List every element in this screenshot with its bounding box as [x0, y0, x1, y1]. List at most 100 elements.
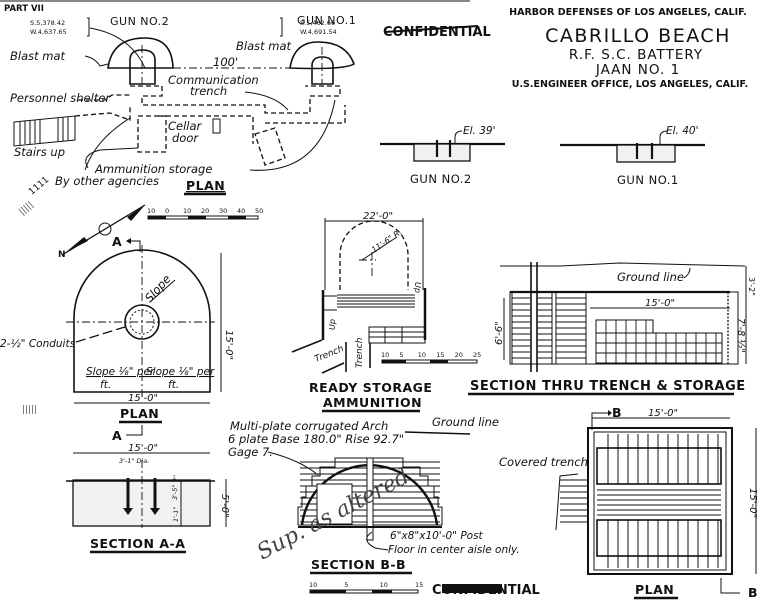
ground-line — [500, 262, 746, 267]
bb-ground-line-label: Ground line — [432, 415, 499, 429]
section-bb-title: SECTION B-B — [311, 557, 406, 572]
comm-trench-label-2: trench — [190, 84, 227, 98]
section-aa-depth: 5'-0" — [219, 494, 230, 518]
slope-label: Slope — [142, 272, 174, 305]
blast-mat-label-2: Blast mat — [10, 49, 66, 63]
site-plan-scale-tick-label: 10 — [183, 207, 191, 215]
north-label: N — [58, 250, 66, 260]
section-aa-dim-top: 7" — [172, 475, 180, 482]
part-label: PART VII — [4, 4, 44, 14]
confidential-stamp-top: CONFIDENTIAL — [383, 25, 491, 40]
site-plan-scale-tick-label: 20 — [201, 207, 209, 215]
gun2-coord-w: W.4,637.65 — [30, 28, 67, 36]
title-line-1: HARBOR DEFENSES OF LOS ANGELES, CALIF. — [509, 7, 747, 18]
section-bb-scale-tick-label: 10 — [380, 581, 388, 589]
section-bb-scale-tick-label: 10 — [309, 581, 317, 589]
gun2-elevation: El. 39' GUN NO.2 — [380, 125, 505, 186]
ready-storage-scale-tick-label: 10 — [418, 351, 426, 359]
gun2-blast-mat — [107, 37, 174, 69]
gun1-coord-w: W.4,691.54 — [300, 28, 337, 36]
section-marker-arrow — [126, 425, 143, 436]
ammo-rack-top — [596, 447, 722, 485]
trench-planking — [511, 292, 587, 364]
ready-storage-radius: 11'-6" R. — [370, 227, 404, 254]
storage-plan-depth: 15'-0" — [747, 488, 758, 518]
leader — [85, 147, 139, 169]
section-aa: 15'-0" 3'-1" Dia. 7" 3'-5" 1'-1" 5'-0" S… — [66, 443, 230, 554]
leader — [249, 99, 336, 171]
svg-text:|||||: ||||| — [22, 405, 37, 415]
anchor-bolt-end — [150, 508, 160, 515]
slope-left-label-1: Slope ⅛" per — [86, 366, 155, 378]
gun1-elevation-value: El. 40' — [666, 125, 698, 137]
section-aa-dim-mid: 3'-5" — [171, 485, 179, 500]
section-a-marker-bottom: A — [112, 428, 122, 443]
north-arrow-circle — [98, 222, 112, 236]
trench-section-width: 15'-0" — [645, 298, 675, 309]
section-trench-storage: Ground line 15'-0" 3'-2" 7'-8 ½" 6'-6" S… — [468, 262, 756, 396]
gun-block-outline — [73, 249, 211, 393]
site-plan-title: PLAN — [186, 178, 225, 193]
site-plan-scale-tick-label: 40 — [237, 207, 245, 215]
comm-trench-leader — [244, 91, 289, 111]
title-line-5: U.S.ENGINEER OFFICE, LOS ANGELES, CALIF. — [512, 79, 749, 90]
slope-left-label-2: ft. — [100, 379, 111, 391]
ammo-stack — [316, 483, 353, 525]
ammunition-storage-label: Ammunition storage — [94, 162, 212, 176]
gun1-elevation-label: GUN NO.1 — [617, 173, 679, 187]
trench-steps — [368, 326, 426, 344]
cellar-door-label-1: Cellar — [168, 119, 203, 133]
trench-label-2: Trench — [355, 337, 365, 368]
slope-line — [149, 279, 176, 303]
storage-inner-outline — [593, 431, 727, 571]
ready-storage-scale-tick-label: 5 — [399, 351, 403, 359]
ready-storage-scale-tick-label: 15 — [436, 351, 444, 359]
gun2-coord-bracket — [87, 17, 90, 37]
trench-cover-dim: 3'-2" — [747, 277, 756, 296]
ready-storage-width: 22'-0" — [363, 211, 393, 222]
by-other-agencies-label: By other agencies — [55, 174, 159, 188]
ammo-boxes-grid — [595, 319, 723, 364]
north-arrow-head — [66, 237, 88, 252]
gun1-coord-bracket — [280, 17, 283, 37]
radius-line — [361, 236, 398, 261]
section-bb-scale-tick-label: 5 — [344, 581, 348, 589]
gun2-coord-s: S.5,378.42 — [30, 19, 65, 27]
trench-height-right: 7'-8 ½" — [735, 318, 746, 353]
arch-note-leader — [267, 451, 319, 476]
stair-treads — [323, 294, 415, 311]
slope-right-label-1: Slope ⅛" per — [146, 366, 215, 378]
svg-text:|||||: ||||| — [17, 200, 35, 217]
trench-section-title: SECTION THRU TRENCH & STORAGE — [470, 379, 746, 394]
margin-marks: ||||| 1111 ||||| — [17, 175, 51, 415]
conduits-label: 2-½" Conduits — [0, 338, 76, 350]
section-marker-arrowhead — [608, 410, 612, 416]
ready-storage-scale-tick-label: 20 — [455, 351, 463, 359]
section-bb-scale-tick-label: 15 — [415, 581, 423, 589]
gun-plan-depth: 15'-0" — [223, 330, 234, 360]
stairs-up — [13, 115, 76, 147]
storage-plan-title: PLAN — [635, 582, 674, 597]
ground-line — [404, 431, 471, 435]
post-note-1: 6"x8"x10'-0" Post — [390, 530, 484, 542]
site-plan: S.5,378.42 W.4,637.65 GUN NO.2 Blast mat… — [10, 14, 356, 220]
section-marker-arrow — [720, 578, 740, 594]
trench-height-left: 6'-6" — [494, 321, 505, 345]
concrete-block — [72, 479, 211, 527]
rack-slats — [597, 434, 721, 568]
section-bb: Multi-plate corrugated Arch 6 plate Base… — [228, 415, 520, 594]
communication-trench — [130, 85, 341, 114]
section-a-marker-top: A — [112, 234, 122, 249]
blast-mat-leader-2 — [84, 55, 109, 67]
gun1-label: GUN NO.1 — [297, 14, 356, 27]
covered-trench-label: Covered trench — [499, 455, 588, 469]
leader — [84, 117, 131, 171]
gun1-emplacement — [311, 56, 334, 85]
center-post — [366, 457, 374, 541]
storage-plan: B 15'-0" 15'-0" Covered trench PLAN B — [499, 405, 758, 600]
conduit-line — [75, 325, 129, 343]
post-leader — [366, 531, 389, 551]
trench-wall — [291, 339, 323, 353]
gun2-emplacement — [129, 49, 156, 85]
gun2-elevation-label: GUN NO.2 — [410, 172, 472, 186]
